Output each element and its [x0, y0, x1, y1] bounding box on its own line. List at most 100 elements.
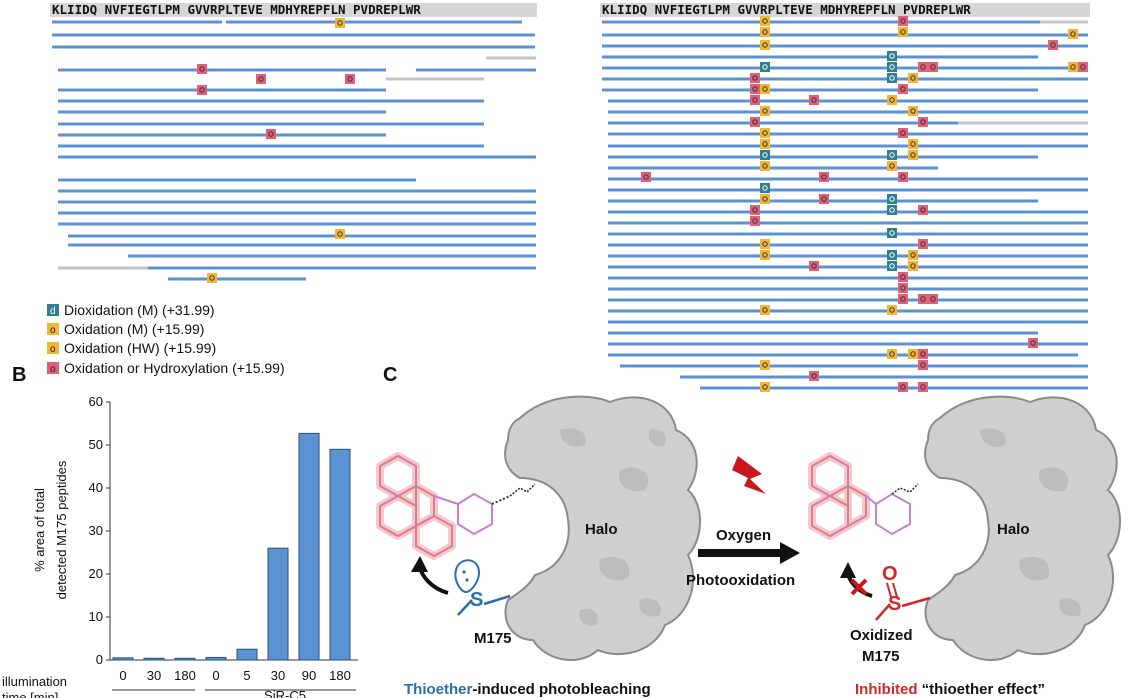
modification-marker	[898, 128, 908, 138]
legend-dioxidation-swatch	[47, 304, 59, 316]
modification-marker-glyph	[910, 263, 916, 269]
modification-marker-glyph	[889, 307, 895, 313]
modification-marker-glyph	[889, 207, 895, 213]
modification-marker	[760, 183, 770, 193]
modification-marker	[819, 194, 829, 204]
modification-marker-glyph	[337, 231, 343, 237]
modification-marker	[908, 73, 918, 83]
modification-marker-glyph	[209, 275, 215, 281]
modification-marker	[898, 16, 908, 26]
modification-marker	[918, 349, 928, 359]
modification-marker-glyph	[910, 351, 916, 357]
bar	[112, 657, 134, 661]
thioether-left: S	[411, 556, 511, 616]
modification-marker-glyph	[920, 351, 926, 357]
x-tick-label: 0	[119, 668, 126, 683]
photooxidation-label: Photooxidation	[686, 572, 795, 589]
bar	[236, 648, 258, 661]
y-axis-label-line1: % area of total	[32, 488, 47, 572]
modification-marker	[760, 239, 770, 249]
modification-marker	[898, 283, 908, 293]
modification-marker-glyph	[258, 76, 264, 82]
peptide-map-left	[52, 18, 536, 283]
sulfoxide-right: O S	[840, 562, 931, 621]
modification-marker-glyph	[900, 174, 906, 180]
modification-marker	[1068, 29, 1078, 39]
modification-marker	[760, 27, 770, 37]
x-axis-label-time: time [min]	[2, 690, 58, 698]
modification-marker-glyph	[930, 296, 936, 302]
legend-hydroxylation-label: Oxidation or Hydroxylation (+15.99)	[64, 360, 285, 376]
sequence-header-bg-right	[600, 3, 1090, 17]
modification-marker	[760, 382, 770, 392]
light-bolt-icon	[732, 456, 766, 494]
modification-marker-glyph	[762, 307, 768, 313]
modification-marker	[760, 106, 770, 116]
legend-dioxidation-symbol: d	[50, 306, 56, 317]
modification-marker	[887, 228, 897, 238]
legend-oxidation-hw-swatch	[47, 342, 59, 354]
modification-marker	[898, 172, 908, 182]
modification-marker-glyph	[910, 108, 916, 114]
bar	[205, 656, 227, 661]
modification-marker-glyph	[900, 86, 906, 92]
modification-marker-glyph	[920, 384, 926, 390]
modification-marker-glyph	[1050, 42, 1056, 48]
modification-marker-glyph	[920, 362, 926, 368]
modification-marker	[918, 294, 928, 304]
modification-marker	[760, 139, 770, 149]
modification-marker	[898, 272, 908, 282]
halo-label-right: Halo	[997, 521, 1030, 538]
panel-b-letter: B	[12, 364, 26, 386]
modification-marker	[197, 85, 207, 95]
modification-marker	[887, 305, 897, 315]
modification-marker-glyph	[762, 42, 768, 48]
modification-marker-glyph	[900, 274, 906, 280]
modification-marker	[918, 117, 928, 127]
legend-dioxidation-label: Dioxidation (M) (+31.99)	[64, 302, 215, 318]
modification-marker-glyph	[889, 252, 895, 258]
modification-marker-glyph	[811, 97, 817, 103]
modification-marker-glyph	[762, 86, 768, 92]
sequence-header-left: KLIIDQ NVFIEGTLPM GVVRPLTEVE MDHYREPFLN …	[52, 2, 421, 17]
y-tick-label: 50	[89, 437, 103, 452]
halo-label-left: Halo	[585, 521, 618, 538]
modification-marker-glyph	[752, 86, 758, 92]
modification-marker	[819, 172, 829, 182]
modification-marker-glyph	[752, 207, 758, 213]
modification-marker	[898, 294, 908, 304]
y-tick-label: 0	[96, 652, 103, 667]
y-tick-label: 60	[89, 394, 103, 409]
y-tick-label: 20	[89, 566, 103, 581]
legend-hydroxylation-symbol: o	[50, 364, 56, 375]
modification-marker-glyph	[762, 384, 768, 390]
modification-marker-glyph	[910, 141, 916, 147]
modification-marker	[898, 382, 908, 392]
modification-marker-glyph	[199, 87, 205, 93]
bar	[298, 432, 320, 661]
modification-marker	[641, 172, 651, 182]
modification-marker-glyph	[643, 174, 649, 180]
modification-marker	[928, 294, 938, 304]
modification-marker-glyph	[821, 174, 827, 180]
modification-marker	[908, 106, 918, 116]
modification-marker	[760, 161, 770, 171]
modification-marker-glyph	[821, 196, 827, 202]
modification-marker	[760, 40, 770, 50]
sulfur-atom-left: S	[470, 589, 483, 611]
modification-marker-glyph	[889, 97, 895, 103]
modification-marker-glyph	[889, 351, 895, 357]
modification-marker	[898, 27, 908, 37]
y-tick-label: 40	[89, 480, 103, 495]
legend-oxidation-m-label: Oxidation (M) (+15.99)	[64, 321, 204, 337]
dye-molecule-right	[808, 452, 919, 540]
modification-marker	[760, 250, 770, 260]
modification-marker	[750, 205, 760, 215]
x-tick-label: 180	[329, 668, 351, 683]
caption-right-rest: “thioether effect”	[918, 681, 1046, 698]
modification-marker	[760, 128, 770, 138]
modification-marker-glyph	[900, 384, 906, 390]
modification-marker	[887, 95, 897, 105]
modification-marker	[887, 194, 897, 204]
legend: d Dioxidation (M) (+31.99) o Oxidation (…	[47, 302, 285, 376]
